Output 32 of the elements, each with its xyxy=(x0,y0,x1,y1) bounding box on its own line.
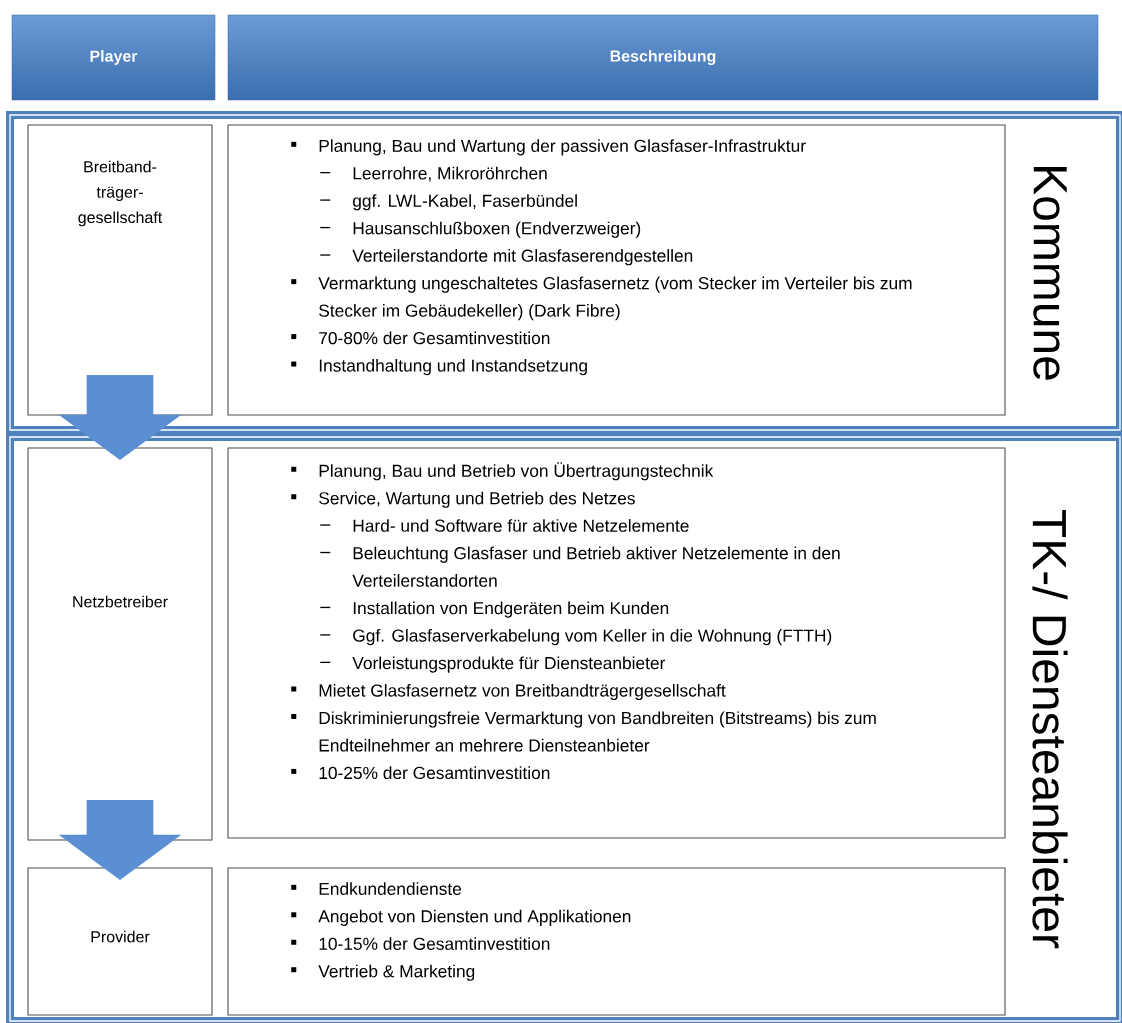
column-header: Player xyxy=(11,14,216,101)
bullet-text: ggf. LWL-Kabel, Faserbündel xyxy=(353,194,577,211)
bullet-text: Diskriminierungsfreie Vermarktung von Bandbreiten (Bitstreams) bis zum Endteilnehmer an mehrere Diensteanbieter xyxy=(319,711,876,752)
description-box xyxy=(227,867,1006,1016)
bullet-text: Hausanschlußboxen (Endverzweiger) xyxy=(353,221,641,238)
bullet-text: Vermarktung ungeschaltetes Glasfasernetz (vom Stecker im Verteiler bis zum Stecker im Gebäudekeller) (Dark Fibre) xyxy=(318,276,912,321)
column-header: Beschreibung xyxy=(227,14,1099,101)
block-arrow xyxy=(58,800,182,880)
bullet-text: Leerrohre, Mikroröhrchen xyxy=(353,166,547,182)
bullet-text: Instandhaltung und Instandsetzung xyxy=(319,359,587,376)
bullet-text: 70-80% der Gesamtinvestition xyxy=(319,331,550,345)
bullet-text: Vertrieb & Marketing xyxy=(318,964,475,981)
bullet-text: Endkundendienste xyxy=(319,882,462,895)
bullet-text: Verteilerstandorte mit Glasfaserendgestellen xyxy=(352,249,693,266)
description-box xyxy=(227,124,1006,416)
bullet-text: 10-25% der Gesamtinvestition xyxy=(319,766,550,780)
bullet-text: 10-15% der Gesamtinvestition xyxy=(319,937,550,950)
block-arrow xyxy=(58,375,182,460)
bullet-text: Installation von Endgeräten beim Kunden xyxy=(353,601,669,618)
bullet-text: Hard- und Software für aktive Netzelemente xyxy=(353,519,689,532)
bullet-text: Ggf. Glasfaserverkabelung vom Keller in die Wohnung (FTTH) xyxy=(353,629,832,646)
bullet-text: Mietet Glasfasernetz von Breitbandträgergesellschaft xyxy=(319,683,726,701)
bullet-text: Vorleistungsprodukte für Diensteanbieter xyxy=(352,656,666,673)
bullet-text: Angebot von Diensten und Applikationen xyxy=(318,909,631,926)
player-box: Provider xyxy=(27,867,213,1016)
description-box xyxy=(227,447,1006,839)
bullet-text: Service, Wartung und Betrieb des Netzes xyxy=(319,491,635,508)
bullet-text: Planung, Bau und Wartung der passiven Glasfaser-Infrastruktur xyxy=(319,139,806,156)
player-box: Netzbetreiber xyxy=(27,447,213,841)
bullet-text: Planung, Bau und Betrieb von Übertragungstechnik xyxy=(319,462,714,481)
bullet-text: Beleuchtung Glasfaser und Betrieb aktiver Netzelemente in den Verteilerstandorten xyxy=(352,546,840,587)
player-box: Breitband- träger- gesellschaft xyxy=(27,124,213,416)
